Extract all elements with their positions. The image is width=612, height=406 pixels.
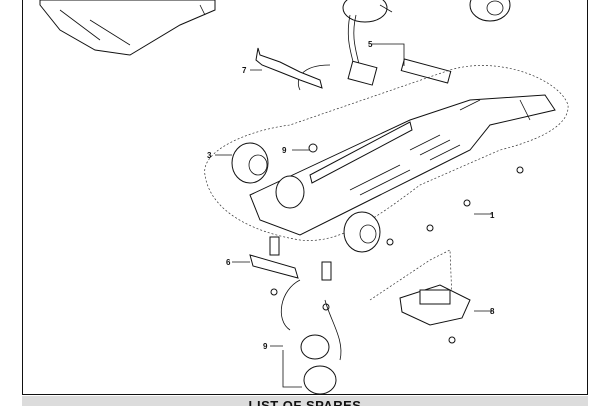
footer-bar: LIST OF SPARES bbox=[22, 396, 588, 406]
callout-3: 3 bbox=[207, 151, 212, 160]
part-6-bracket bbox=[249, 254, 299, 279]
detail-circle bbox=[303, 365, 337, 395]
post-left bbox=[269, 236, 280, 256]
callout-7: 7 bbox=[242, 66, 247, 75]
callout-9-upper: 9 bbox=[282, 146, 287, 155]
callout-6: 6 bbox=[226, 258, 231, 267]
chassis bbox=[249, 94, 556, 236]
footer-title: LIST OF SPARES bbox=[248, 398, 362, 406]
part-5-magnet bbox=[400, 58, 452, 84]
callout-8: 8 bbox=[490, 307, 495, 316]
part-8-pickup-plate bbox=[399, 284, 471, 326]
lead-clip bbox=[300, 334, 330, 360]
wheel-rear bbox=[275, 175, 305, 209]
part-7-guide-plate bbox=[255, 47, 323, 89]
car-body bbox=[39, 0, 216, 56]
callout-9-lower: 9 bbox=[263, 342, 268, 351]
callout-1: 1 bbox=[490, 211, 495, 220]
callout-5: 5 bbox=[368, 40, 373, 49]
connector bbox=[347, 60, 378, 86]
wheel-front bbox=[343, 211, 381, 253]
post-right bbox=[321, 261, 332, 281]
part-3-tyre bbox=[231, 142, 269, 184]
motor bbox=[342, 0, 393, 23]
pickup-block bbox=[419, 289, 451, 305]
wheel-top bbox=[469, 0, 511, 22]
